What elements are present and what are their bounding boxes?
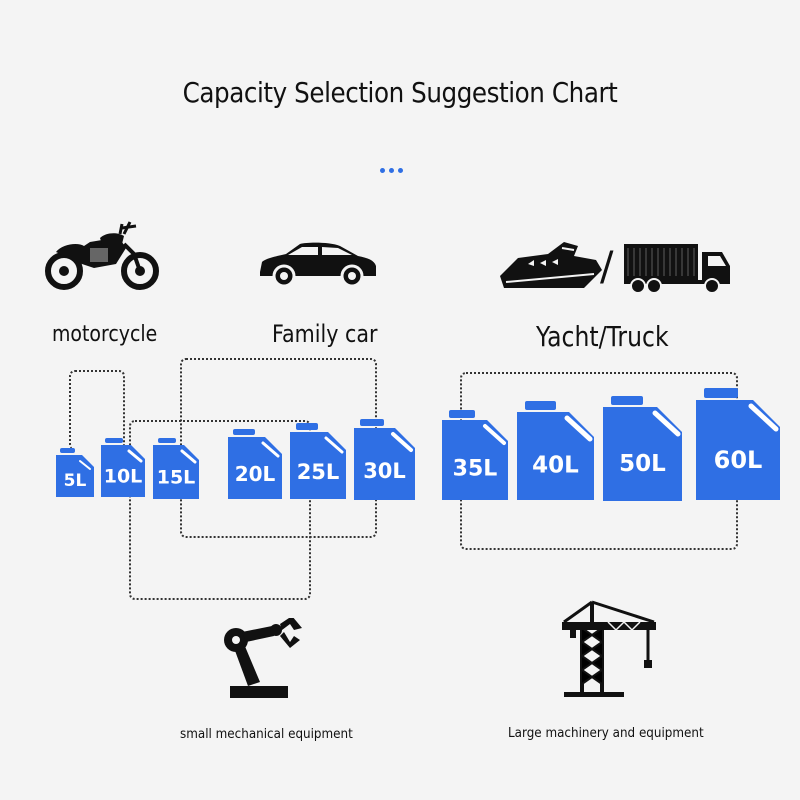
decorative-dots bbox=[380, 160, 407, 178]
category-label-family-car: Family car bbox=[272, 320, 378, 348]
yacht-truck-separator: / bbox=[600, 244, 614, 290]
jug-30l: 30L bbox=[354, 419, 415, 500]
equipment-label-small: small mechanical equipment bbox=[180, 727, 353, 742]
jug-25l: 25L bbox=[290, 423, 346, 499]
jug-20l: 20L bbox=[228, 429, 282, 499]
jug-label: 15L bbox=[157, 467, 196, 489]
jug-label: 40L bbox=[532, 452, 579, 478]
jug-label: 5L bbox=[64, 471, 87, 491]
truck-icon bbox=[624, 244, 730, 294]
jug-5l: 5L bbox=[56, 448, 94, 497]
crane-icon bbox=[562, 600, 656, 697]
car-icon bbox=[260, 242, 376, 288]
jug-label: 30L bbox=[363, 459, 406, 483]
jug-label: 20L bbox=[235, 462, 276, 486]
motorcycle-icon bbox=[45, 221, 159, 290]
jug-50l: 50L bbox=[603, 396, 682, 501]
page-title: Capacity Selection Suggestion Chart bbox=[182, 76, 618, 109]
category-label-motorcycle: motorcycle bbox=[52, 322, 158, 347]
yacht-icon bbox=[500, 242, 602, 288]
jug-60l: 60L bbox=[696, 388, 780, 500]
jug-40l: 40L bbox=[517, 401, 594, 500]
motorcycle-range-outline bbox=[69, 370, 125, 450]
jug-label: 50L bbox=[619, 451, 666, 477]
jug-label: 25L bbox=[297, 460, 340, 484]
jug-10l: 10L bbox=[101, 438, 145, 497]
equipment-label-large: Large machinery and equipment bbox=[508, 726, 704, 741]
jug-label: 60L bbox=[714, 446, 763, 474]
jug-35l: 35L bbox=[442, 410, 508, 500]
robot-arm-icon bbox=[224, 618, 302, 698]
jug-label: 10L bbox=[104, 466, 143, 488]
jug-15l: 15L bbox=[153, 438, 199, 499]
jug-label: 35L bbox=[453, 456, 498, 481]
category-label-yacht-truck: Yacht/Truck bbox=[536, 320, 669, 353]
small-equipment-range-outline bbox=[129, 420, 311, 600]
